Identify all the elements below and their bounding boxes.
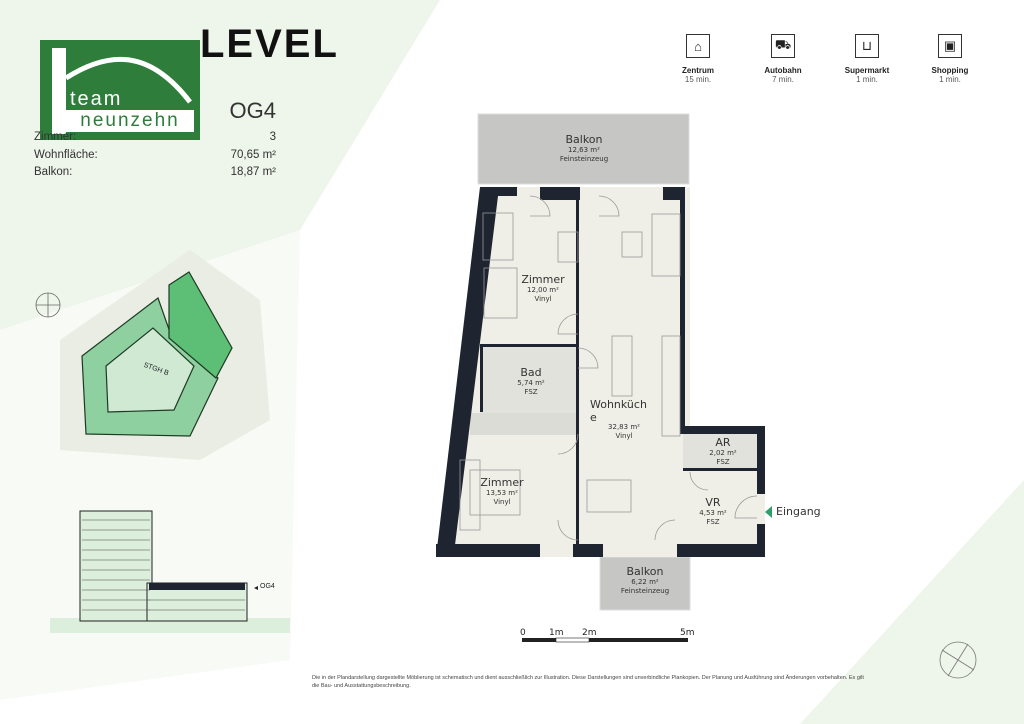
balcony-top: [477, 113, 690, 185]
team-neunzehn-logo: team neunzehn: [40, 40, 200, 140]
balcony-bottom: [599, 556, 691, 611]
scale-2m: 2m: [582, 628, 597, 638]
scale-5m: 5m: [680, 628, 695, 638]
info-row-area: Wohnfläche:70,65 m²: [34, 149, 276, 161]
level-marker: OG4: [260, 583, 275, 590]
scale-0: 0: [520, 628, 526, 638]
city-center-icon: ⌂: [686, 34, 710, 58]
entrance-label: Eingang: [776, 505, 821, 518]
shopping-cart-icon: ⊔: [855, 34, 879, 58]
highway-icon: ⛟: [771, 34, 795, 58]
info-row-rooms: Zimmer:3: [34, 131, 276, 143]
shopping-bag-icon: ▣: [938, 34, 962, 58]
disclaimer: Die in der Plandarstellung dargestellte …: [312, 675, 864, 689]
brand-title: LEVEL: [200, 22, 339, 66]
scale-1m: 1m: [549, 628, 564, 638]
info-row-balcony: Balkon:18,87 m²: [34, 166, 276, 178]
entrance-arrow-icon: [765, 506, 772, 518]
walls: [436, 187, 765, 557]
floor-label: OG4: [229, 98, 276, 123]
